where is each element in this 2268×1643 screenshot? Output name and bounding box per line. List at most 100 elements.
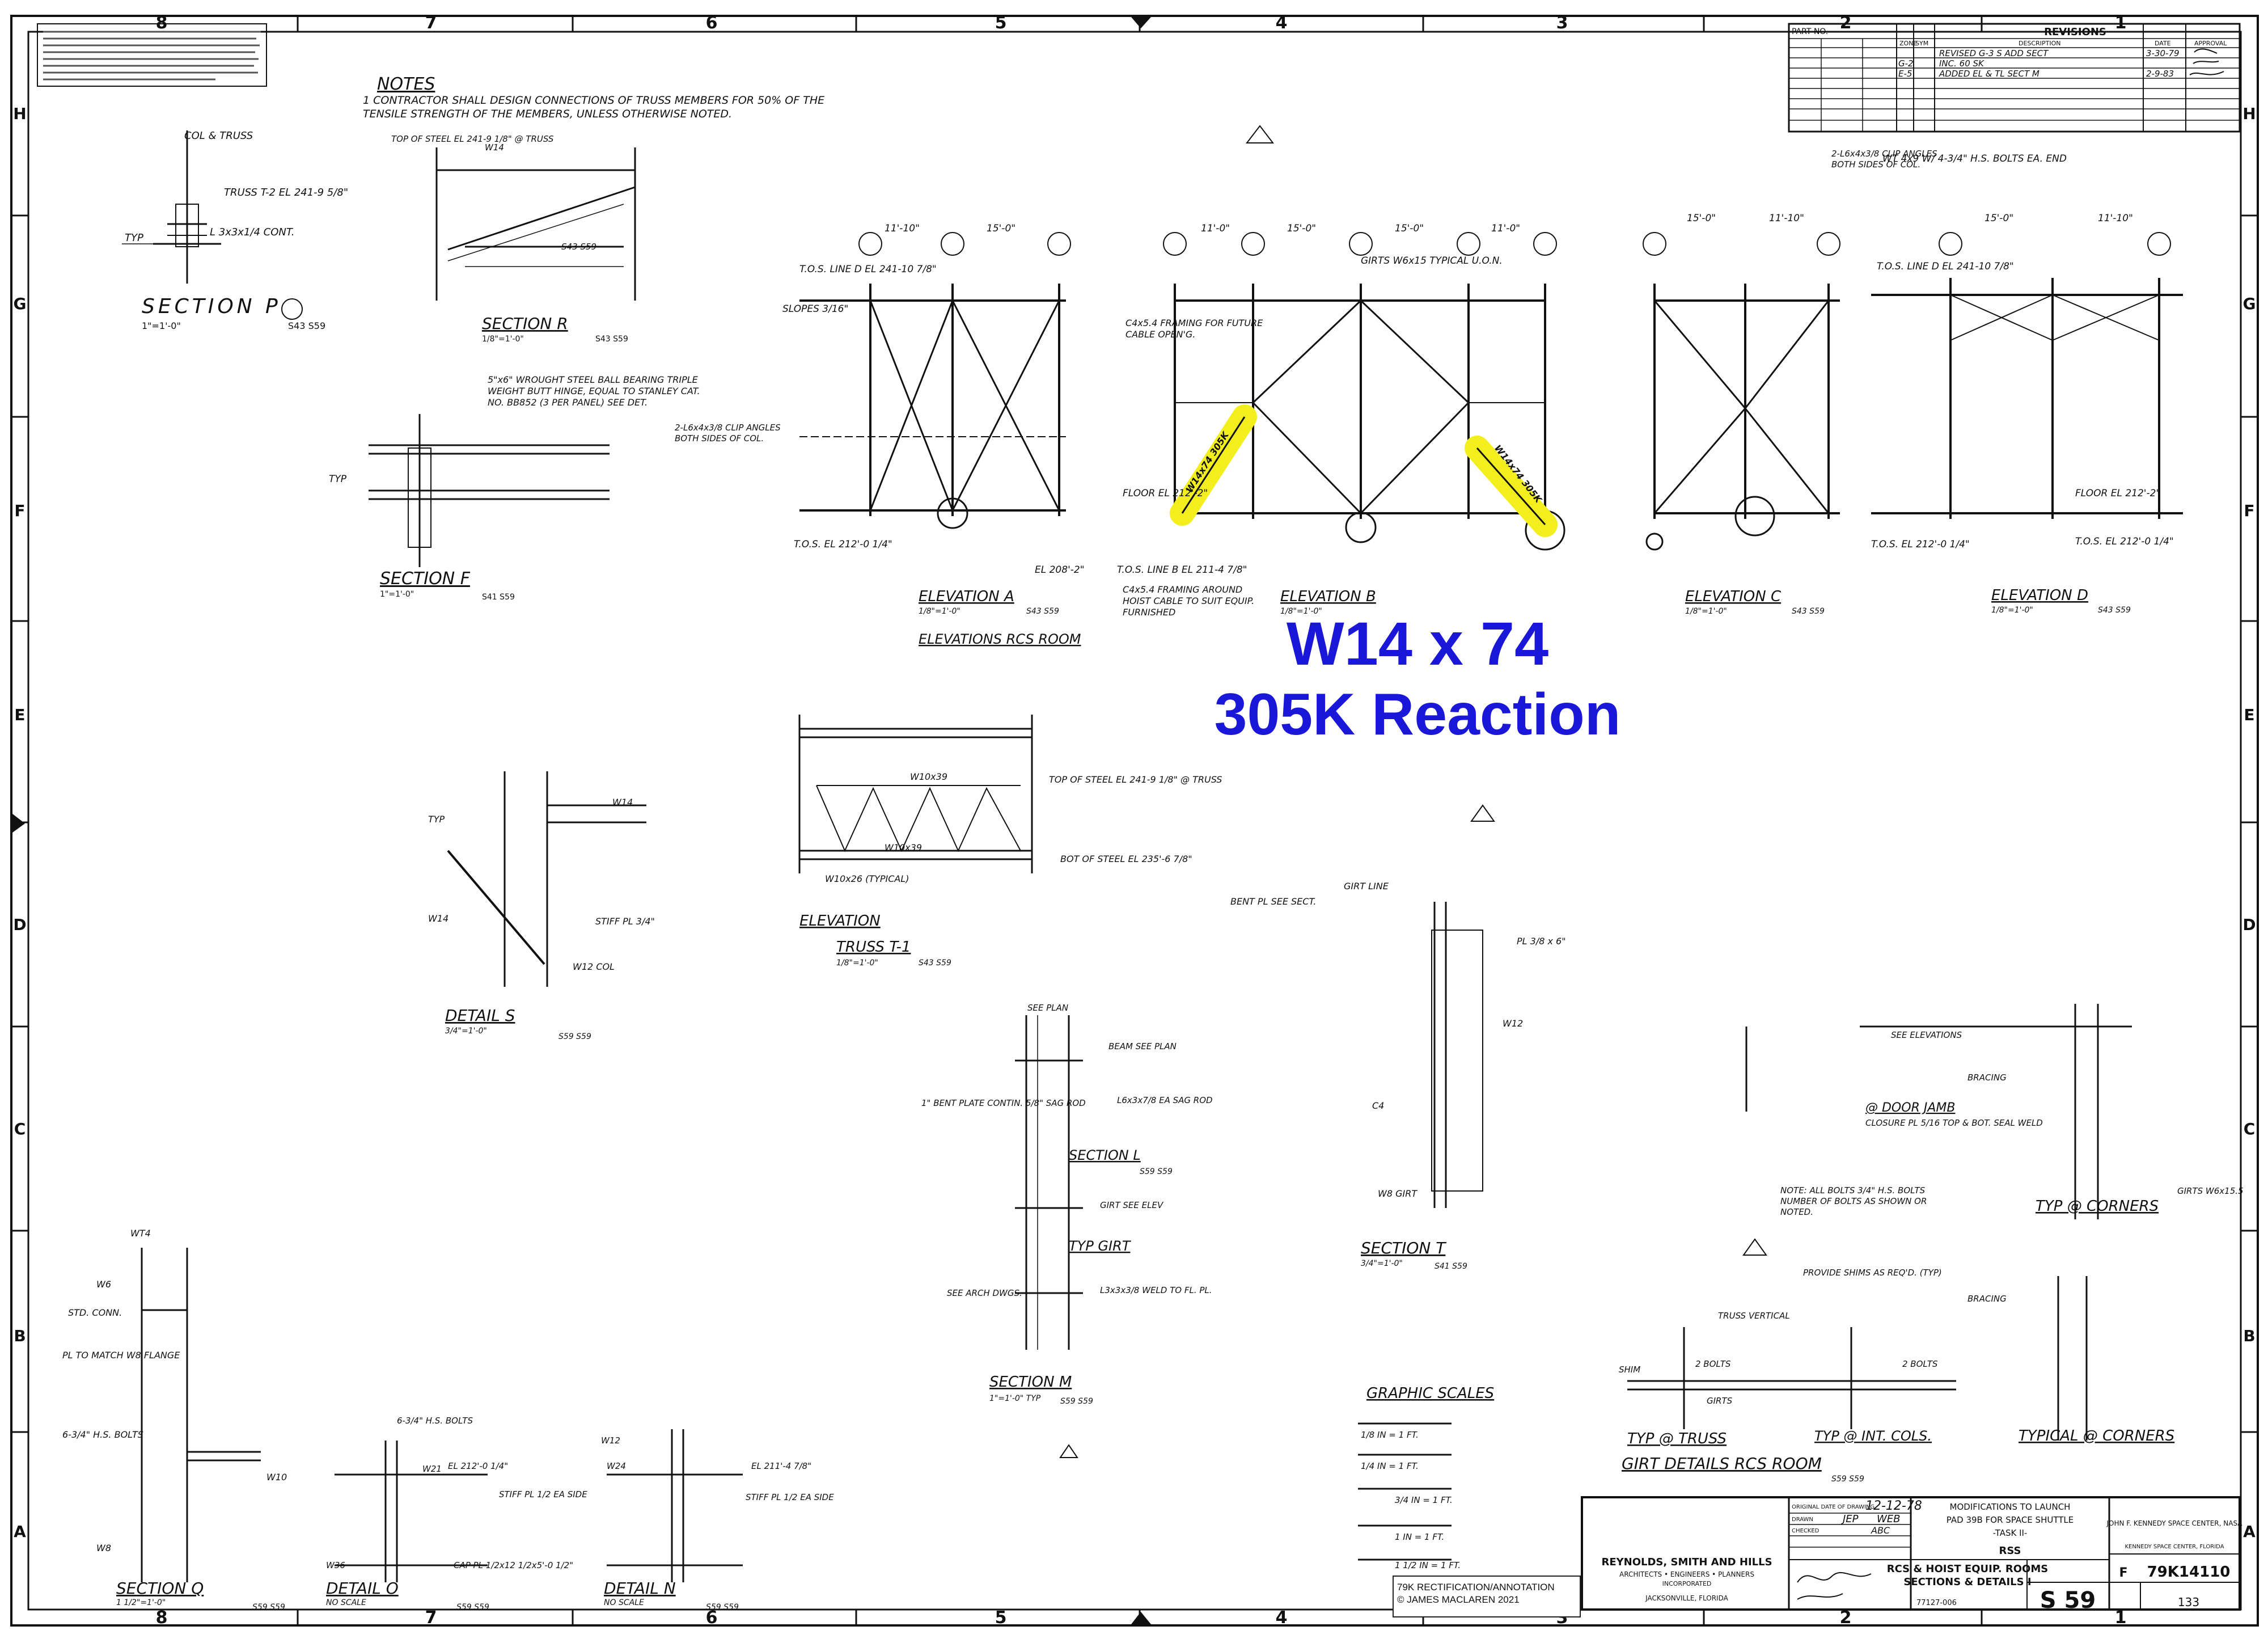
title-block-project-line2-label: PAD 39B FOR SPACE SHUTTLE: [1947, 1515, 2074, 1525]
girt-details-labels: SHIM 2 BOLTS GIRTS TRUSS VERTICAL 2 BOLT…: [1619, 1030, 2244, 1406]
approval-signatures: [2189, 48, 2224, 75]
views-elevation-d-scale-label: 1/8"=1'-0": [1991, 606, 2033, 615]
title-block-size-label: F: [2119, 1566, 2127, 1580]
section-t-view: [1431, 902, 1483, 1208]
detail-s-view: [447, 771, 646, 987]
title-block-agency-label: JOHN F. KENNEDY SPACE CENTER, NASA: [2106, 1519, 2242, 1527]
elevation-dims-b-0-label: 11'-0": [1201, 223, 1230, 234]
callouts-top-steel-241-label: TOP OF STEEL EL 241-9 1/8" @ TRUSS: [391, 134, 554, 144]
row-label: A: [14, 1522, 26, 1541]
row-label: G: [2243, 294, 2256, 313]
views-elevation-truss-label: ELEVATION: [799, 913, 881, 930]
callouts-stiff-pl-label: STIFF PL 3/4": [595, 916, 655, 927]
elevation-dims-d-0-label: 15'-0": [1984, 213, 2013, 224]
views-typ-corners-label: TYP @ CORNERS: [2036, 1198, 2159, 1215]
label-col-truss: COL & TRUSS: [184, 130, 253, 142]
views-typ-girt-label: TYP GIRT: [1069, 1238, 1132, 1254]
callouts-see-plan-label: SEE PLAN: [1027, 1003, 1068, 1013]
callouts-el-212-0-label: EL 212'-0 1/4": [448, 1461, 508, 1471]
callouts-w12-col-label: W12 COL: [573, 961, 615, 972]
title-block-firm-inc-label: INCORPORATED: [1662, 1580, 1712, 1587]
callouts-std-conn-label: STD. CONN.: [68, 1307, 122, 1318]
elevation-dims-d-1-label: 11'-10": [2098, 213, 2133, 224]
callouts-closure-label: CLOSURE PL 5/16 TOP & BOT. SEAL WELD: [1865, 1118, 2043, 1128]
views-section-m-label: SECTION M: [989, 1374, 1072, 1391]
title-block: [1581, 1496, 2241, 1611]
views-section-f-scale-label: 1"=1'-0": [380, 590, 414, 599]
views-detail-n-ref-label: S59 S59: [706, 1603, 739, 1612]
callouts-el-208-label: EL 208'-2": [1035, 564, 1085, 576]
rev-desc: ADDED EL & TL SECT M: [1939, 69, 2039, 79]
section-r-view: [435, 147, 636, 301]
callout-hoist-cable: C4x5.4 FRAMING AROUND HOIST CABLE TO SUI…: [1123, 584, 1255, 618]
section-f-view: [369, 414, 610, 567]
views-truss-ref-label: S43 S59: [919, 958, 951, 968]
row-label: F: [14, 501, 25, 520]
row-label: E: [14, 706, 25, 724]
row-label: E: [2244, 706, 2254, 724]
views-elevation-c-scale-label: 1/8"=1'-0": [1685, 607, 1727, 616]
col-label: 7: [425, 1608, 437, 1628]
section-q-title: SECTION Q 1 1/2"=1'-0" S59 S59: [116, 1579, 285, 1612]
provide-shims-note: PROVIDE SHIMS AS REQ'D. (TYP): [1803, 1268, 1942, 1278]
highlighted-members: W14x74 305K W14x74 305K: [1170, 404, 1558, 537]
views-detail-n-scale-label: NO SCALE: [604, 1598, 644, 1607]
row-label: C: [14, 1120, 26, 1138]
row-label: G: [14, 294, 27, 313]
views-graphic-scales-label: GRAPHIC SCALES: [1366, 1385, 1494, 1402]
callouts-girts-w6x15-label: GIRTS W6x15.5: [2177, 1186, 2244, 1196]
signature-mark: [1797, 1572, 1872, 1600]
col-label: 4: [1276, 1608, 1288, 1628]
row-label: B: [2243, 1327, 2255, 1345]
callouts-w12-label: W12: [1503, 1018, 1523, 1029]
col-label: 6: [706, 13, 718, 33]
views-detail-o-label: DETAIL O: [326, 1579, 399, 1598]
callouts-tos-line-d-label: T.O.S. LINE D EL 241-10 7/8": [1877, 261, 2014, 272]
row-label: C: [2244, 1120, 2256, 1138]
views-detail-o-ref-label: S59 S59: [456, 1603, 489, 1612]
callouts-cap-pl-label: CAP PL 1/2x12 1/2x5'-0 1/2": [454, 1560, 573, 1570]
credit-box: 79K RECTIFICATION/ANNOTATION © JAMES MAC…: [1393, 1576, 1581, 1617]
callouts-see-arch-label: SEE ARCH DWGS.: [947, 1288, 1022, 1298]
label-typ: TYP: [125, 232, 143, 244]
center-marker-left: [12, 814, 25, 833]
title-block-sheet-no-label: S 59: [2040, 1587, 2096, 1614]
callouts-pl-3-8x6-label: PL 3/8 x 6": [1517, 936, 1566, 947]
callouts-w14-label: W14: [612, 797, 633, 808]
truss-t1-labels: W10x39 W10x39 W10x26 (TYPICAL) TOP OF ST…: [825, 771, 1222, 884]
views-typ-int-cols-label: TYP @ INT. COLS.: [1814, 1428, 1932, 1444]
callouts-w6-label: W6: [96, 1279, 111, 1290]
callouts-w8-label: W8: [96, 1543, 111, 1553]
views-section-t-ref-label: S41 S59: [1435, 1262, 1467, 1271]
col-label: 1: [2115, 1608, 2127, 1628]
callouts-wt4-label: WT4: [130, 1228, 151, 1239]
detail-o-title: DETAIL O NO SCALE S59 S59: [326, 1579, 489, 1612]
scales-s4-label: 1 IN = 1 FT.: [1395, 1532, 1444, 1542]
rev-desc: REVISED G-3 S ADD SECT: [1939, 48, 2049, 58]
rev-header: DATE: [2155, 40, 2171, 47]
annotation-member-size: W14 x 74: [1286, 609, 1549, 678]
views-elevation-c-ref-label: S43 S59: [1792, 607, 1825, 616]
rev-zone: G-2: [1898, 58, 1914, 69]
callouts-tos-el-212-label: T.O.S. EL 212'-0 1/4": [794, 539, 892, 550]
credit-line-1: 79K RECTIFICATION/ANNOTATION: [1397, 1582, 1555, 1593]
elevation-dims-c-0-label: 15'-0": [1687, 213, 1716, 224]
callouts-el-211-label: EL 211'-4 7/8": [751, 1461, 811, 1471]
views-elevation-a-scale-label: 1/8"=1'-0": [919, 607, 960, 616]
detail-o-labels: 6-3/4" H.S. BOLTS W21 EL 212'-0 1/4" STI…: [326, 1416, 587, 1570]
col-label: 2: [1840, 1608, 1852, 1628]
title-block-drawing-title1-label: RCS & HOIST EQUIP. ROOMS: [1887, 1563, 2048, 1575]
views-section-l-label: SECTION L: [1069, 1147, 1141, 1163]
elevation-c-title: ELEVATION C: [1685, 588, 1782, 605]
elevations-rcs-room: [799, 232, 2183, 551]
notice-block: [37, 23, 267, 87]
rev-header: DESCRIPTION: [2019, 40, 2060, 47]
scales-s2-label: 1/4 IN = 1 FT.: [1361, 1461, 1419, 1471]
callouts-truss-vertical-label: TRUSS VERTICAL: [1718, 1311, 1790, 1321]
section-p-labels: COL & TRUSS TRUSS T-2 EL 241-9 5/8" L 3x…: [125, 130, 348, 244]
title-block-original-date-label-label: ORIGINAL DATE OF DRAWING: [1792, 1504, 1875, 1510]
elevation-dims-a-1-label: 15'-0": [987, 223, 1015, 234]
revision-triangles: [1059, 125, 1767, 1458]
col-label: 3: [1556, 13, 1568, 33]
